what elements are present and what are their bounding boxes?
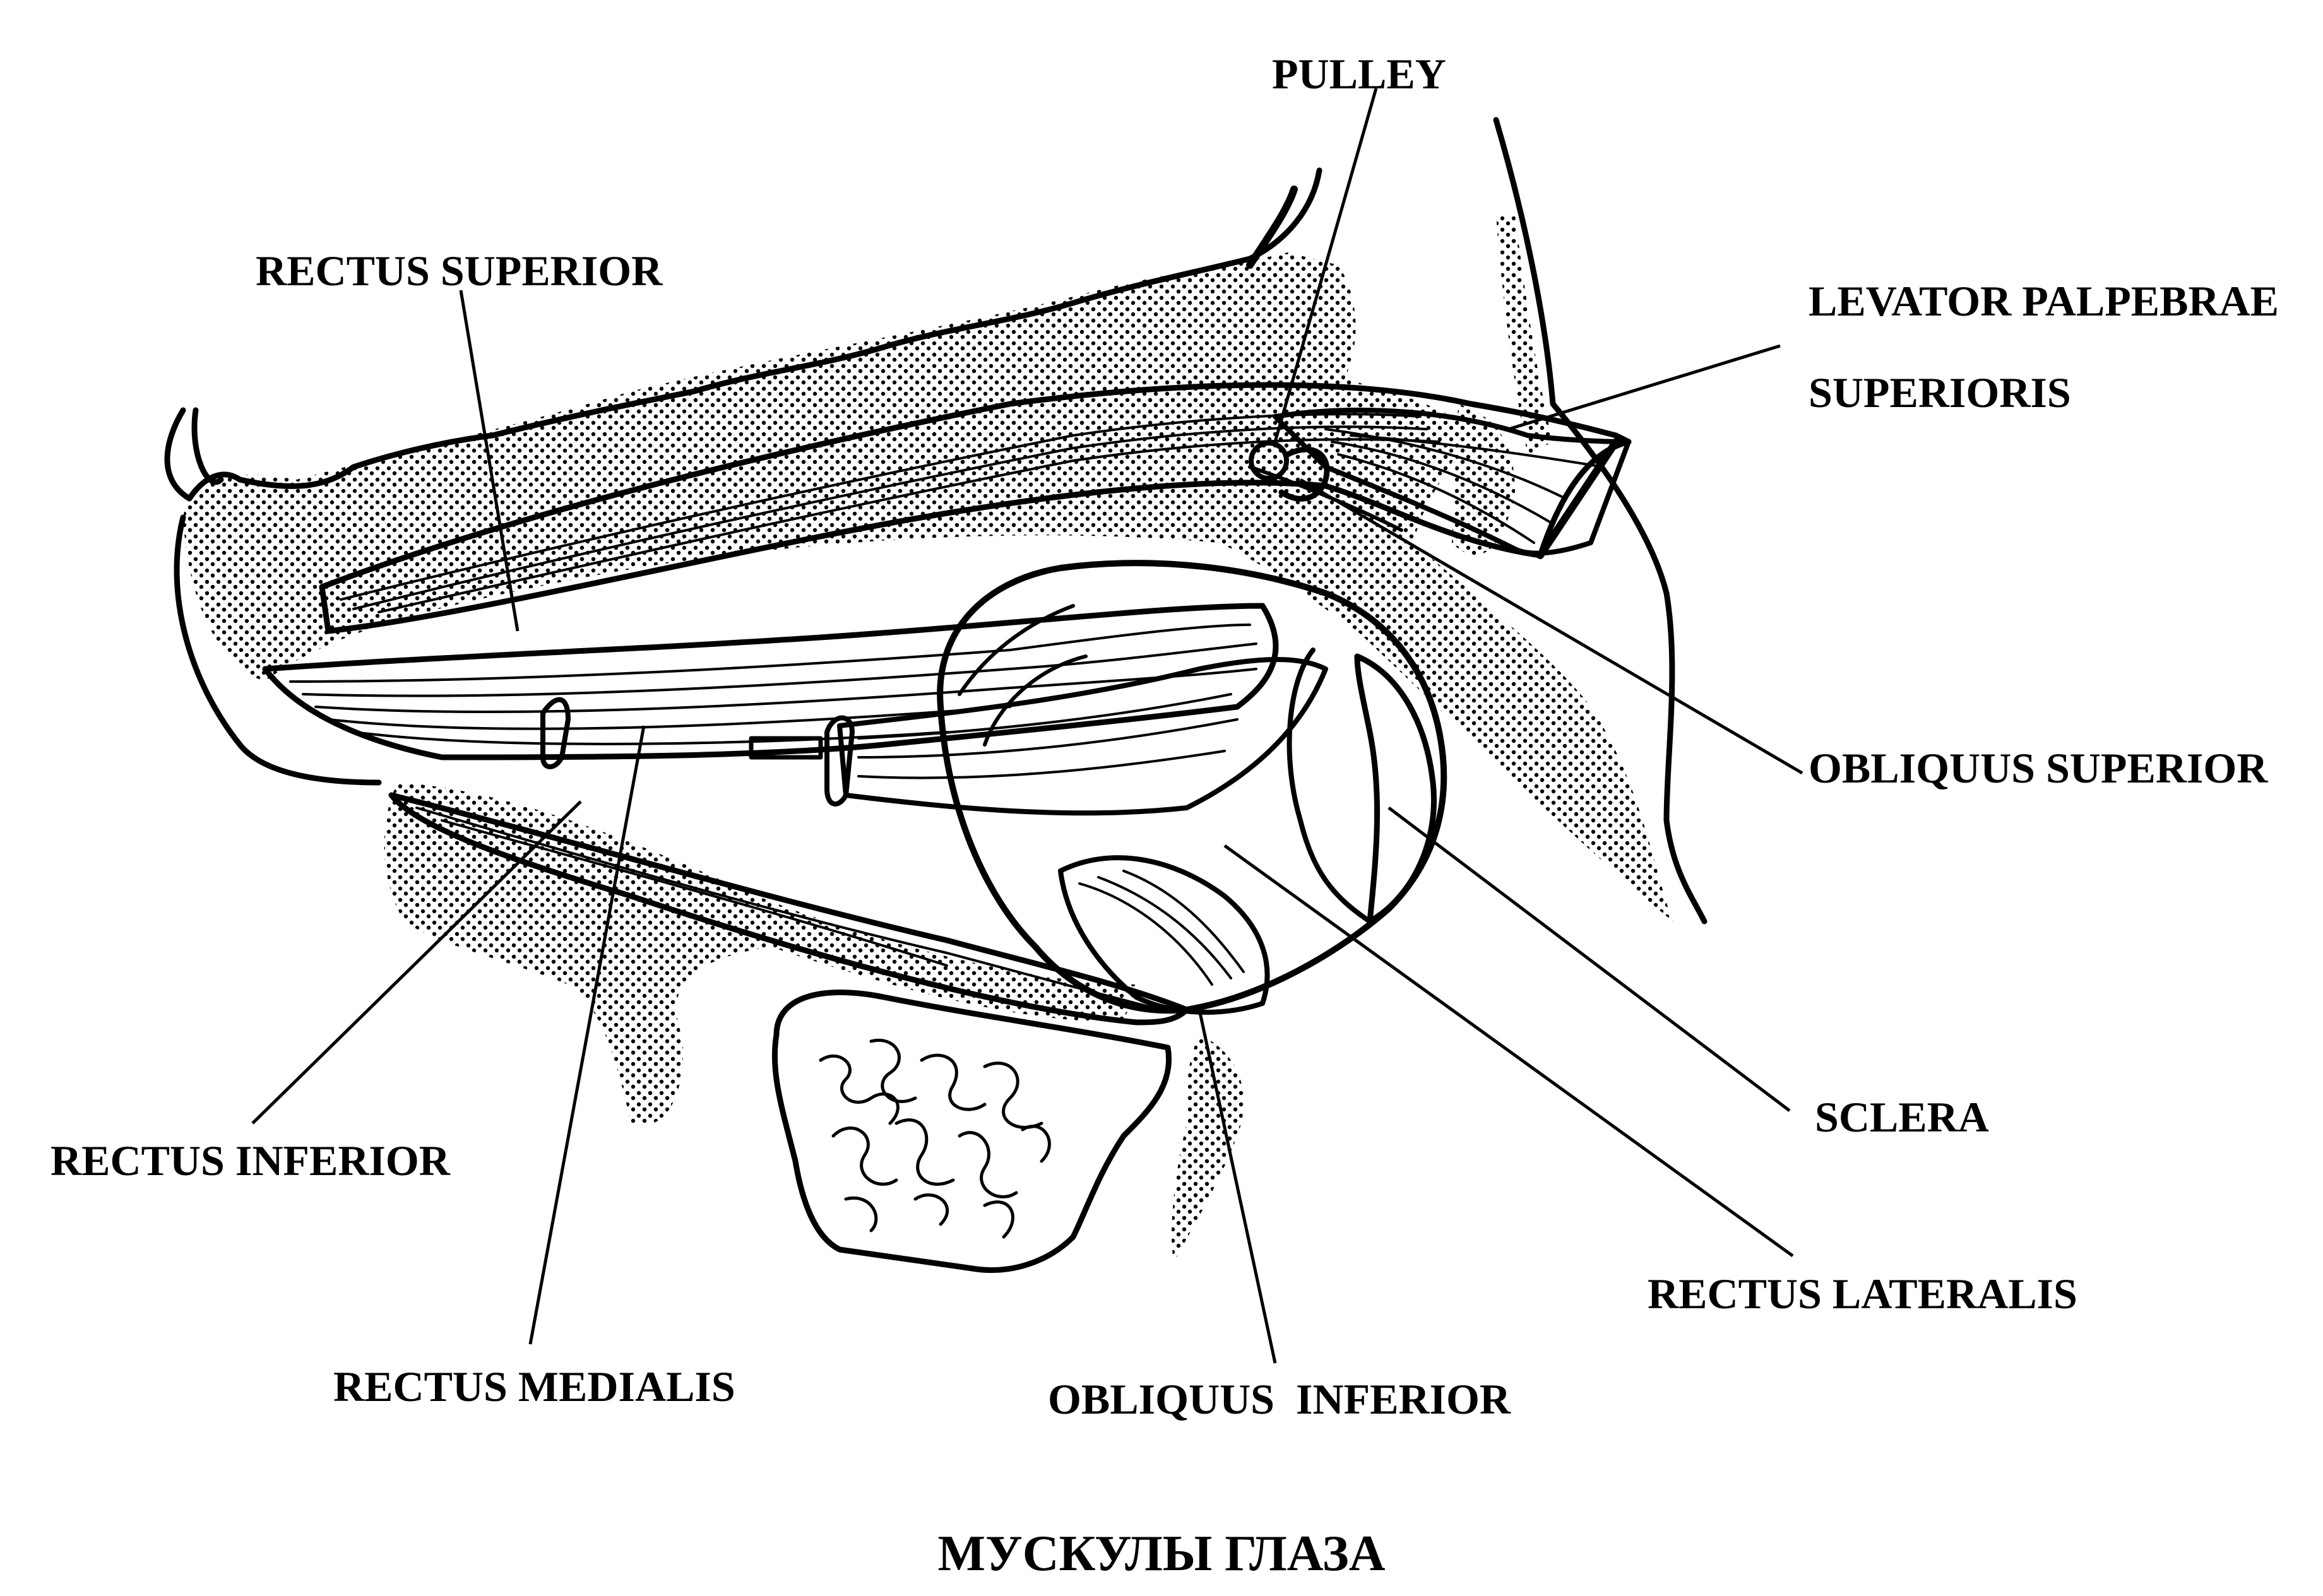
orbit-outline: [164, 117, 1708, 925]
horizontal-muscles: [262, 603, 1279, 807]
maxilla-bone: [771, 990, 1172, 1273]
pulley-trochlea: [1248, 440, 1403, 532]
label-rectus-inferior: RECTUS INFERIOR: [50, 1137, 451, 1185]
eyeball: [837, 560, 1447, 1015]
label-obliquus-superior: OBLIQUUS SUPERIOR: [1809, 744, 2268, 792]
label-rectus-medialis: RECTUS MEDIALIS: [333, 1363, 735, 1410]
label-obliquus-inferior: OBLIQUUS INFERIOR: [1048, 1375, 1511, 1423]
label-levator-line1: LEVATOR PALPEBRAE: [1809, 277, 2279, 325]
label-rectus-superior: RECTUS SUPERIOR: [256, 247, 663, 295]
caption: МУСКУЛЫ ГЛАЗА: [938, 1526, 1386, 1581]
label-rectus-lateralis: RECTUS LATERALIS: [1648, 1270, 2077, 1318]
label-levator-line2: SUPERIORIS: [1809, 369, 2071, 417]
superior-muscles: [319, 382, 1632, 634]
leader-lines: [251, 88, 1803, 1364]
label-sclera: SCLERA: [1815, 1093, 1989, 1141]
label-pulley: PULLEY: [1272, 50, 1446, 98]
